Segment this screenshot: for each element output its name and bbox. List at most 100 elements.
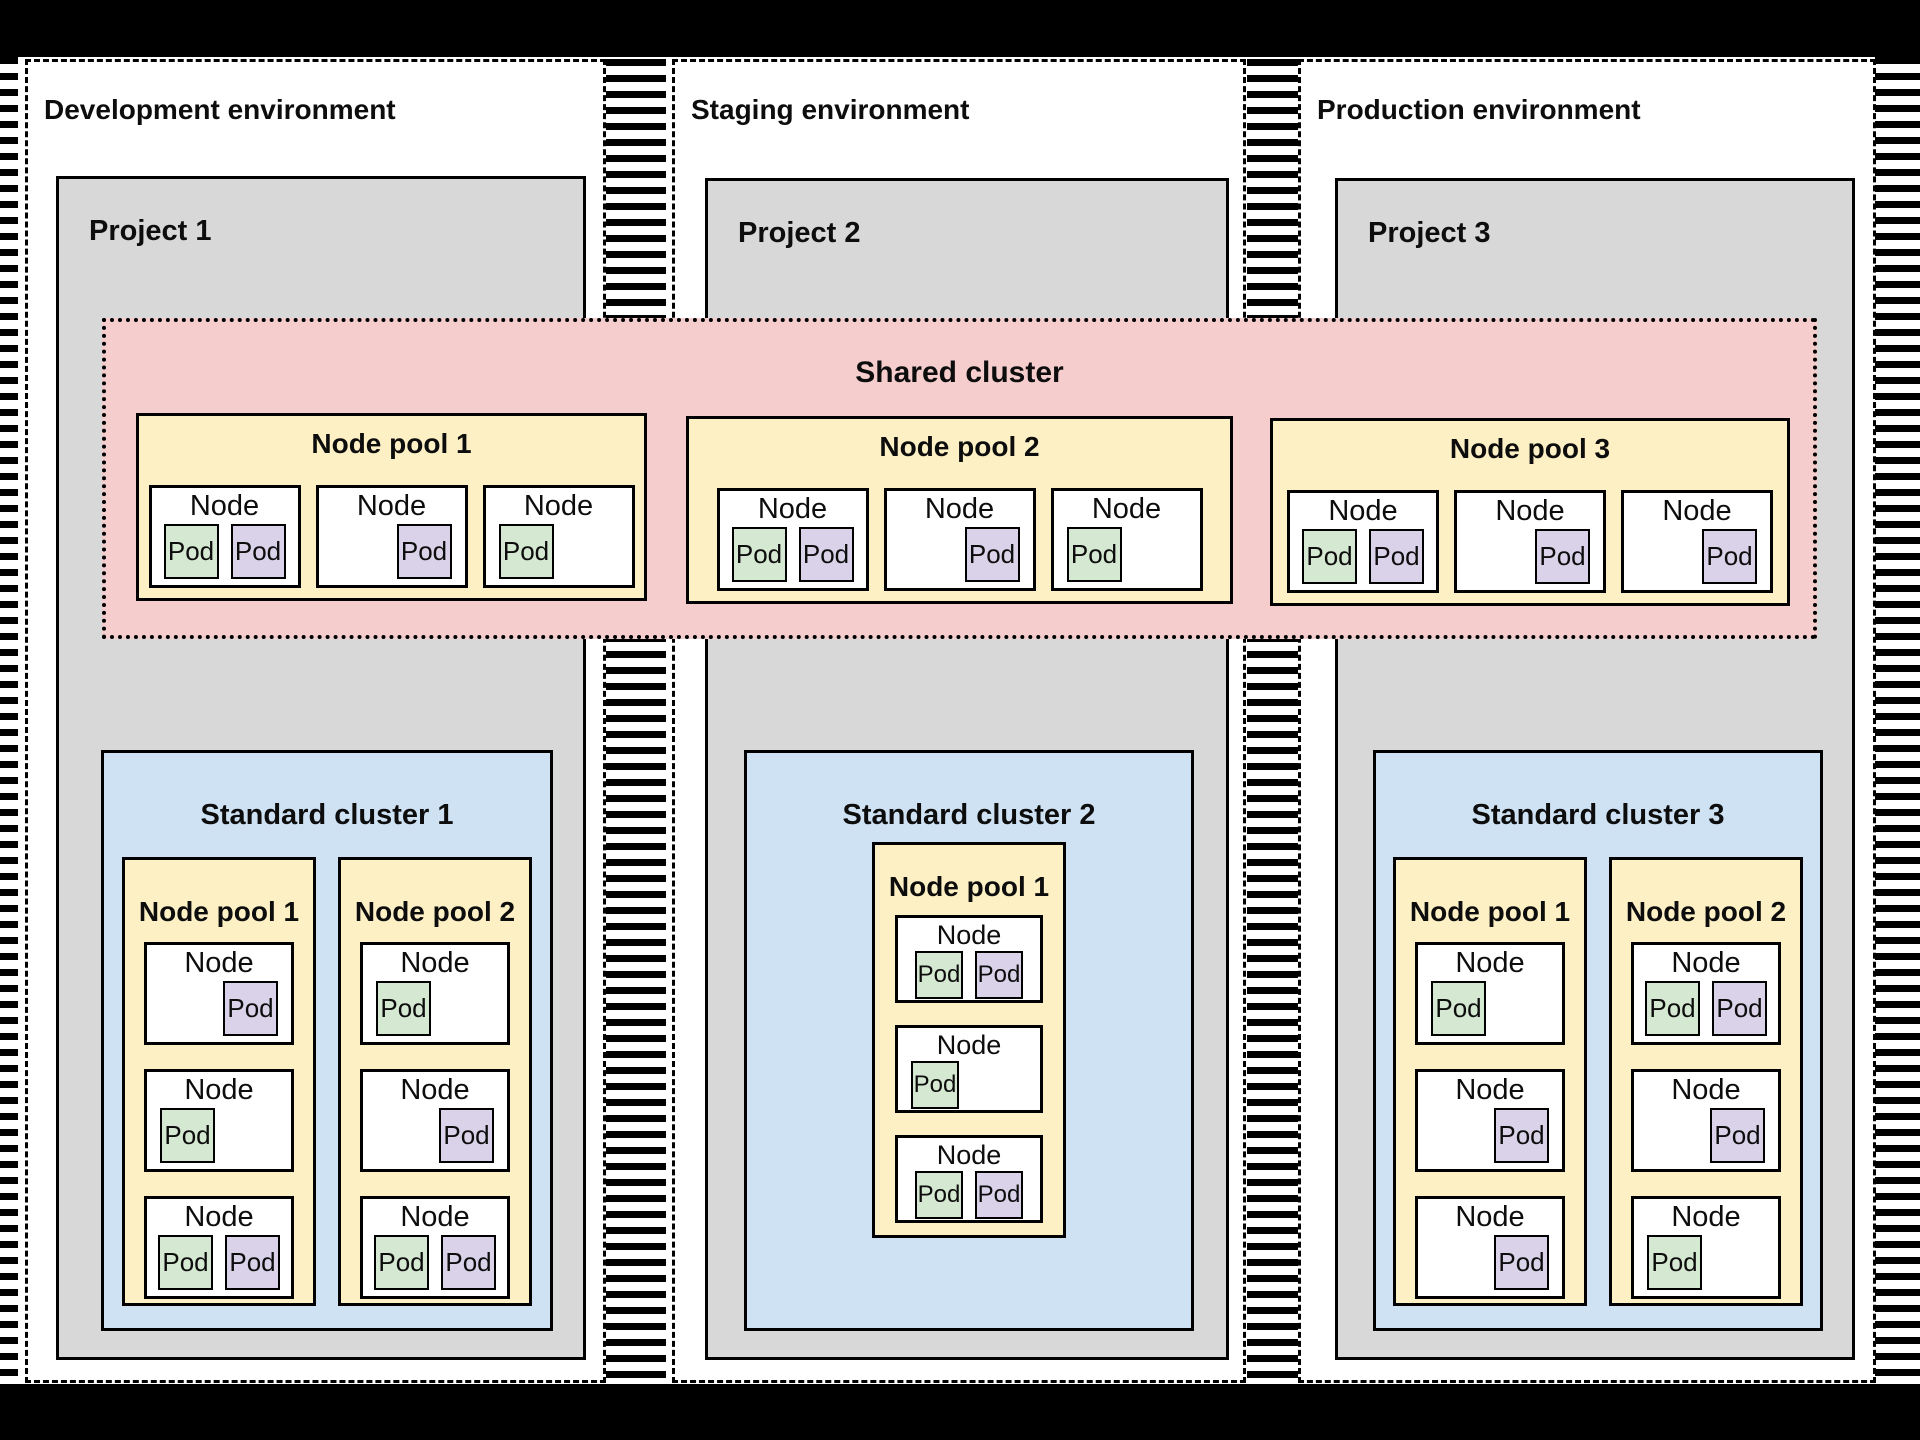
node-label: Node [1455, 1074, 1525, 1106]
node-label: Node [400, 1074, 470, 1106]
node-pool-title: Node pool 2 [1625, 896, 1787, 927]
node-label: Node [924, 493, 995, 525]
pod-green: Pod [158, 1235, 213, 1291]
node-label: Node [1455, 947, 1525, 979]
pod-green: Pod [911, 1060, 959, 1109]
node-label: Node [1328, 495, 1398, 527]
cluster-title: Standard cluster 2 [842, 799, 1096, 831]
pod-green: Pod [374, 1235, 429, 1291]
pods-row: Pod [1418, 1107, 1562, 1169]
pod-purple: Pod [230, 524, 286, 580]
pods-row: Pod [147, 1107, 291, 1169]
node-pool-title: Node pool 1 [888, 871, 1050, 902]
node-label: Node [184, 1201, 254, 1233]
pods-row: Pod [1634, 1234, 1778, 1296]
node-label: Node [1671, 1201, 1741, 1233]
node-label: Node [400, 947, 470, 979]
pods-row: Pod [887, 526, 1033, 588]
environment-production: Production environment Project 3 Standar… [1298, 59, 1876, 1383]
pods-row: Pod [486, 523, 632, 585]
pod-green: Pod [163, 524, 219, 580]
node-label: Node [1662, 495, 1732, 527]
node-pool-title: Node pool 3 [1449, 433, 1611, 464]
pods-row: Pod [1054, 526, 1200, 588]
node-label: Node [356, 490, 427, 522]
pod-purple: Pod [396, 524, 452, 580]
node-label: Node [400, 1201, 470, 1233]
pod-purple: Pod [964, 527, 1020, 583]
pod-purple: Pod [441, 1235, 496, 1291]
pod-purple: Pod [1712, 981, 1767, 1037]
node-label: Node [1671, 1074, 1741, 1106]
pod-purple: Pod [225, 1235, 280, 1291]
pod-purple: Pod [1710, 1108, 1765, 1164]
pods-row: Pod [898, 1060, 1040, 1113]
pods-row: Pod [1457, 528, 1603, 590]
pod-purple: Pod [1369, 529, 1424, 585]
pod-green: Pod [731, 527, 787, 583]
node-label: Node [189, 490, 260, 522]
pods-row: Pod [363, 1107, 507, 1169]
pod-green: Pod [498, 524, 554, 580]
project-title: Project 2 [738, 217, 861, 249]
pod-purple: Pod [975, 1170, 1023, 1219]
cluster-title: Standard cluster 3 [1471, 799, 1725, 831]
pod-green: Pod [160, 1108, 215, 1164]
node-label: Node [1455, 1201, 1525, 1233]
project-2-box: Project 2 Standard cluster 2 Node pool 1… [705, 178, 1229, 1360]
node-label: Node [1495, 495, 1565, 527]
pod-green: Pod [1647, 1235, 1702, 1291]
environment-title: Staging environment [691, 94, 970, 125]
pod-purple: Pod [439, 1108, 494, 1164]
top-border-bar [0, 0, 1920, 57]
hatch-strip-between-dev-staging [606, 59, 666, 1384]
environment-development: Development environment Project 1 Standa… [25, 59, 606, 1383]
pod-green: Pod [1302, 529, 1357, 585]
node-label: Node [936, 1030, 1002, 1060]
node-pool-title: Node pool 2 [354, 896, 516, 927]
cluster-title: Standard cluster 1 [200, 799, 454, 831]
node-label: Node [184, 1074, 254, 1106]
node-pool-title: Node pool 1 [1409, 896, 1571, 927]
pod-purple: Pod [223, 981, 278, 1037]
pod-purple: Pod [798, 527, 854, 583]
pod-green: Pod [1645, 981, 1700, 1037]
pod-purple: Pod [1702, 529, 1757, 585]
node-pool-title: Node pool 2 [879, 431, 1040, 462]
pod-green: Pod [1431, 981, 1486, 1037]
pod-purple: Pod [975, 950, 1023, 999]
pods-row: Pod [1634, 1107, 1778, 1169]
